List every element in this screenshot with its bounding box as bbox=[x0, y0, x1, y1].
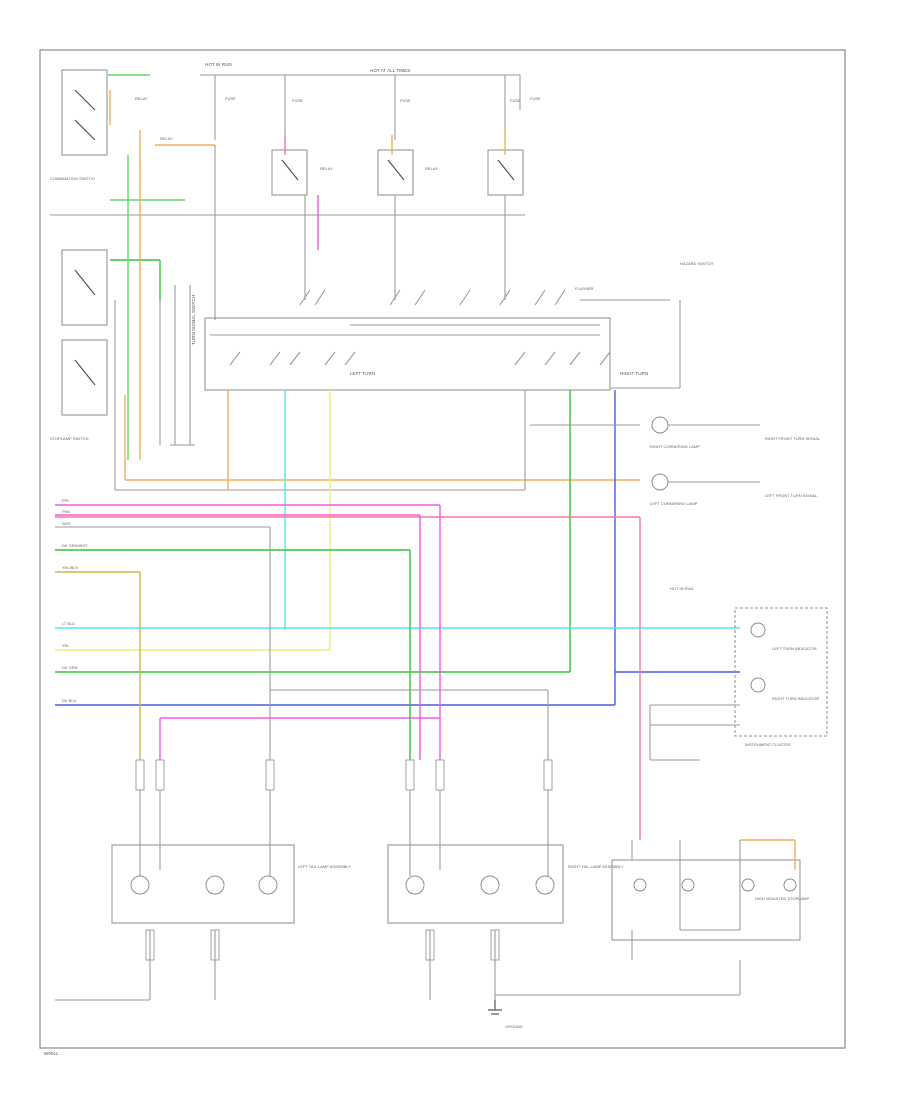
ground-label: GROUND bbox=[505, 1024, 523, 1029]
hot-run-label: HOT IN RUN bbox=[205, 62, 232, 67]
relay-label: RELAY bbox=[320, 166, 333, 171]
fuse-label: FUSE bbox=[400, 98, 411, 103]
right-cornering-label: RIGHT CORNERING LAMP bbox=[650, 444, 700, 449]
power-bus: HOT IN RUN HOT AT ALL TIMES FUSE FUSE FU… bbox=[200, 62, 541, 140]
wire-label: DK GRN/WHT bbox=[62, 543, 88, 548]
switch-contacts: FLASHER HAZARD SWITCH bbox=[299, 261, 713, 306]
wire-label: PNK bbox=[62, 509, 71, 514]
connector-pins bbox=[135, 759, 553, 961]
harness: PPL PNK WHT DK GRN/WHT YEL/BLK LT BLU YE… bbox=[55, 498, 740, 706]
instrument-cluster-label: INSTRUMENT CLUSTER bbox=[745, 742, 791, 747]
fuse-label: FUSE bbox=[292, 98, 303, 103]
left-cornering-lamp: LEFT CORNERING LAMP bbox=[650, 473, 760, 506]
relay-label: RELAY bbox=[135, 96, 148, 101]
wire-label: YEL/BLK bbox=[62, 565, 79, 570]
relay-row: RELAY RELAY bbox=[271, 130, 524, 196]
rear-lamp-group: HIGH MOUNTED STOPLAMP bbox=[611, 839, 809, 996]
wire-label: LT BLU bbox=[62, 621, 75, 626]
left-indicator-label: LEFT TURN INDICATOR bbox=[772, 646, 817, 651]
left-tail-label: LEFT TAIL LAMP ASSEMBLY bbox=[298, 864, 351, 869]
ground-symbol: GROUND bbox=[488, 1000, 523, 1029]
left-front-turn-label: LEFT FRONT TURN SIGNAL bbox=[765, 493, 818, 498]
right-turn-label: RIGHT TURN bbox=[620, 371, 648, 376]
right-tail-label: RIGHT TAIL LAMP ASSEMBLY bbox=[568, 864, 624, 869]
turn-switch-label: TURN SIGNAL SWITCH bbox=[191, 295, 196, 345]
brake-switch-label: STOPLAMP SWITCH bbox=[50, 436, 89, 441]
footer-code: W0011 bbox=[44, 1051, 59, 1056]
turn-signal-switch: LEFT TURN RIGHT TURN TURN SIGNAL SWITCH bbox=[191, 295, 681, 391]
hazard-switch-label: HAZARD SWITCH bbox=[680, 261, 713, 266]
right-front-turn-label: RIGHT FRONT TURN SIGNAL bbox=[765, 436, 821, 441]
flasher-label: FLASHER bbox=[575, 286, 594, 291]
fuse-label: FUSE bbox=[530, 96, 541, 101]
right-cornering-lamp: RIGHT CORNERING LAMP bbox=[650, 416, 760, 449]
left-cornering-label: LEFT CORNERING LAMP bbox=[650, 501, 698, 506]
wire-label: WHT bbox=[62, 521, 72, 526]
fuse-label: FUSE bbox=[225, 96, 236, 101]
hot-label: HOT IN RUN bbox=[670, 586, 693, 591]
wire-label: DK GRN bbox=[62, 665, 78, 670]
wire-label: DK BLU bbox=[62, 698, 77, 703]
relay-label: RELAY bbox=[425, 166, 438, 171]
left-relay-top: RELAY RELAY COMBINATION SWITCH bbox=[50, 69, 215, 181]
hi-mount-label: HIGH MOUNTED STOPLAMP bbox=[755, 896, 809, 901]
combo-switch-label: COMBINATION SWITCH bbox=[50, 176, 95, 181]
diagram-frame bbox=[39, 49, 846, 1049]
wire-label: PPL bbox=[62, 498, 70, 503]
left-tail-lamp: LEFT TAIL LAMP ASSEMBLY bbox=[55, 790, 351, 1001]
instrument-cluster: LEFT TURN INDICATOR RIGHT TURN INDICATOR… bbox=[649, 586, 828, 761]
right-indicator-label: RIGHT TURN INDICATOR bbox=[772, 696, 819, 701]
tail-lamp-feeds bbox=[139, 505, 641, 840]
hot-all-label: HOT AT ALL TIMES bbox=[370, 68, 410, 73]
left-relay-mid: STOPLAMP SWITCH bbox=[50, 130, 640, 491]
fuse-label: FUSE bbox=[510, 98, 521, 103]
relay-label: RELAY bbox=[160, 136, 173, 141]
wire-label: YEL bbox=[62, 643, 70, 648]
right-tail-lamp: RIGHT TAIL LAMP ASSEMBLY bbox=[387, 790, 630, 1000]
left-turn-label: LEFT TURN bbox=[350, 371, 375, 376]
